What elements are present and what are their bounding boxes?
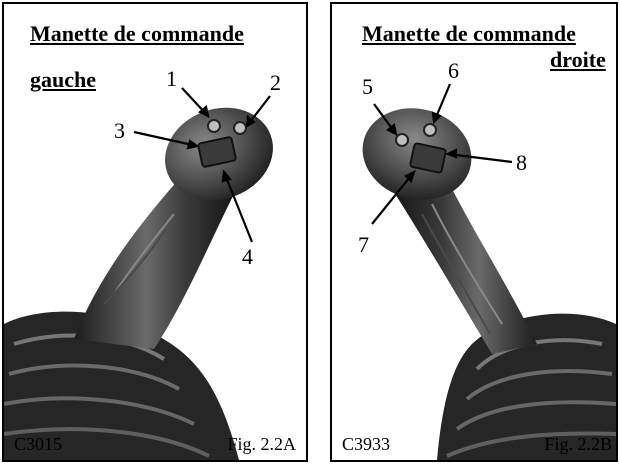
callout-6: 6 — [448, 60, 459, 82]
left-joystick-panel: Manette de commande gauche 1 2 3 4 C3015… — [2, 2, 308, 462]
callout-2: 2 — [270, 72, 281, 94]
right-figure-label: Fig. 2.2B — [544, 434, 612, 454]
left-image-code: C3015 — [14, 434, 62, 454]
callout-5: 5 — [362, 76, 373, 98]
left-figure-label: Fig. 2.2A — [227, 434, 296, 454]
right-title-line1: Manette de commande — [362, 22, 576, 46]
callout-3: 3 — [114, 120, 125, 142]
callout-8: 8 — [516, 152, 527, 174]
callout-7: 7 — [358, 234, 369, 256]
right-joystick-photo — [332, 4, 616, 460]
callout-1: 1 — [166, 68, 177, 90]
callout-4: 4 — [242, 246, 253, 268]
left-title-line2: gauche — [30, 68, 96, 92]
right-title-line2: droite — [550, 48, 606, 72]
right-joystick-panel: Manette de commande droite 5 6 7 8 C3933… — [330, 2, 618, 462]
left-title-line1: Manette de commande — [30, 22, 244, 46]
right-image-code: C3933 — [342, 434, 390, 454]
